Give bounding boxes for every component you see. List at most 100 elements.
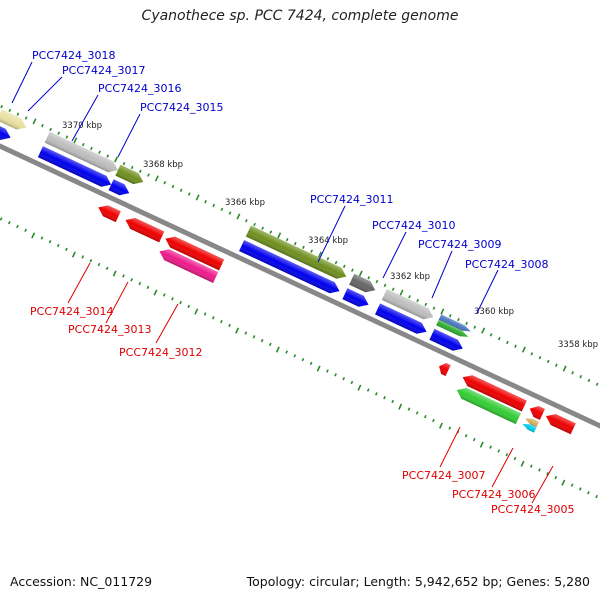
gene-3009-lower[interactable]: [375, 303, 429, 337]
tick-outer: [171, 184, 175, 189]
gene-label-PCC7424-3006[interactable]: PCC7424_3006: [452, 488, 535, 501]
gene-label-PCC7424-3018[interactable]: PCC7424_3018: [32, 49, 115, 62]
tick-inner: [342, 376, 346, 381]
tick-outer: [16, 112, 20, 116]
tick-inner: [383, 395, 386, 400]
tick-inner: [570, 483, 574, 487]
tick-outer: [351, 268, 354, 272]
tick-inner: [520, 460, 525, 467]
reverse-label-lines: [67, 262, 554, 504]
tick-inner: [472, 437, 476, 442]
tick-inner: [275, 346, 280, 353]
tick-inner: [505, 453, 509, 457]
gene-3005-shade: [529, 406, 545, 420]
gene-label-PCC7424-3016[interactable]: PCC7424_3016: [98, 82, 181, 95]
tick-outer: [73, 137, 78, 144]
gene-label-PCC7424-3013[interactable]: PCC7424_3013: [68, 323, 151, 336]
gene-3005-c[interactable]: [521, 421, 537, 433]
tick-inner: [366, 388, 370, 392]
gene-3013[interactable]: [123, 215, 165, 243]
tick-outer: [90, 146, 93, 151]
tick-outer: [342, 264, 346, 269]
tick-outer: [489, 333, 493, 337]
tick-outer: [440, 308, 445, 315]
tick-outer: [424, 302, 428, 307]
gene-3005[interactable]: [527, 403, 545, 420]
tick-outer: [399, 289, 404, 296]
tick-inner: [48, 240, 52, 244]
gene-label-PCC7424-3012[interactable]: PCC7424_3012: [119, 346, 202, 359]
tick-inner: [301, 357, 305, 362]
gene-3018-lower-shade: [0, 123, 11, 140]
tick-inner: [31, 232, 36, 239]
tick-inner: [309, 361, 313, 366]
tick-outer: [497, 336, 501, 341]
gene-3009[interactable]: [381, 288, 436, 323]
gene-label-PCC7424-3015[interactable]: PCC7424_3015: [140, 101, 223, 114]
tick-outer: [49, 127, 52, 132]
tick-outer: [293, 241, 297, 246]
tick-outer: [481, 327, 486, 334]
forward-label-lines: [11, 61, 499, 314]
forward-genes: [0, 109, 472, 354]
gene-label-PCC7424-3017[interactable]: PCC7424_3017: [62, 64, 145, 77]
gene-label-PCC7424-3014[interactable]: PCC7424_3014: [30, 305, 113, 318]
gene-3014[interactable]: [96, 202, 121, 223]
tick-outer: [114, 156, 119, 163]
gene-3013-shade: [125, 218, 165, 243]
gene-3018[interactable]: [0, 109, 29, 133]
tick-inner: [89, 259, 93, 263]
tick-inner: [162, 293, 166, 297]
tick-outer: [179, 188, 183, 192]
gene-3004[interactable]: [544, 411, 576, 435]
gene-label-PCC7424-3008[interactable]: PCC7424_3008: [465, 258, 548, 271]
tick-outer: [41, 123, 44, 128]
tick-inner: [391, 399, 395, 404]
gene-3009-lower-shade: [375, 303, 427, 334]
gene-3010-shade: [349, 273, 376, 293]
gene-3015[interactable]: [115, 164, 145, 188]
tick-outer: [204, 200, 207, 204]
gene-3016[interactable]: [44, 131, 121, 176]
gene-3007[interactable]: [437, 361, 451, 376]
tick-inner: [203, 312, 207, 316]
gene-3008-lower-shade: [429, 328, 463, 351]
tick-inner: [513, 456, 517, 461]
tick-inner: [228, 323, 231, 328]
backbone-line: [0, 123, 600, 449]
gene-3006[interactable]: [460, 372, 527, 412]
gene-3008-b[interactable]: [436, 319, 469, 340]
tick-outer: [98, 150, 101, 154]
tick-inner: [479, 441, 484, 448]
tick-inner: [293, 354, 297, 358]
gene-3005-b[interactable]: [524, 416, 540, 428]
gene-3012[interactable]: [163, 233, 225, 271]
tick-outer: [154, 175, 159, 182]
gene-3011[interactable]: [245, 225, 349, 283]
tick-outer: [530, 352, 534, 356]
gene-3008[interactable]: [438, 314, 472, 334]
gene-3016-lower[interactable]: [37, 146, 114, 190]
gene-label-PCC7424-3010[interactable]: PCC7424_3010: [372, 219, 455, 232]
gene-3010-lower[interactable]: [342, 288, 371, 310]
tick-marks: [0, 104, 599, 499]
gene-label-PCC7424-3009[interactable]: PCC7424_3009: [418, 238, 501, 251]
gene-label-PCC7424-3011[interactable]: PCC7424_3011: [310, 193, 393, 206]
gene-3011-lower[interactable]: [239, 240, 342, 297]
tick-outer: [65, 135, 69, 139]
tick-outer: [310, 249, 313, 253]
gene-label-PCC7424-3007[interactable]: PCC7424_3007: [402, 469, 485, 482]
gene-label-PCC7424-3005[interactable]: PCC7424_3005: [491, 503, 574, 516]
tick-outer: [228, 211, 232, 215]
gene-3012-lower[interactable]: [157, 246, 219, 284]
gene-3018-lower[interactable]: [0, 123, 13, 143]
tick-outer: [554, 363, 558, 367]
gene-3010[interactable]: [349, 273, 378, 296]
gene-3008-lower[interactable]: [429, 328, 465, 354]
tick-inner: [16, 224, 19, 229]
tick-inner: [561, 479, 566, 486]
gene-3015-lower[interactable]: [108, 179, 132, 198]
gene-3006-lower[interactable]: [454, 385, 521, 425]
tick-outer: [261, 226, 265, 231]
